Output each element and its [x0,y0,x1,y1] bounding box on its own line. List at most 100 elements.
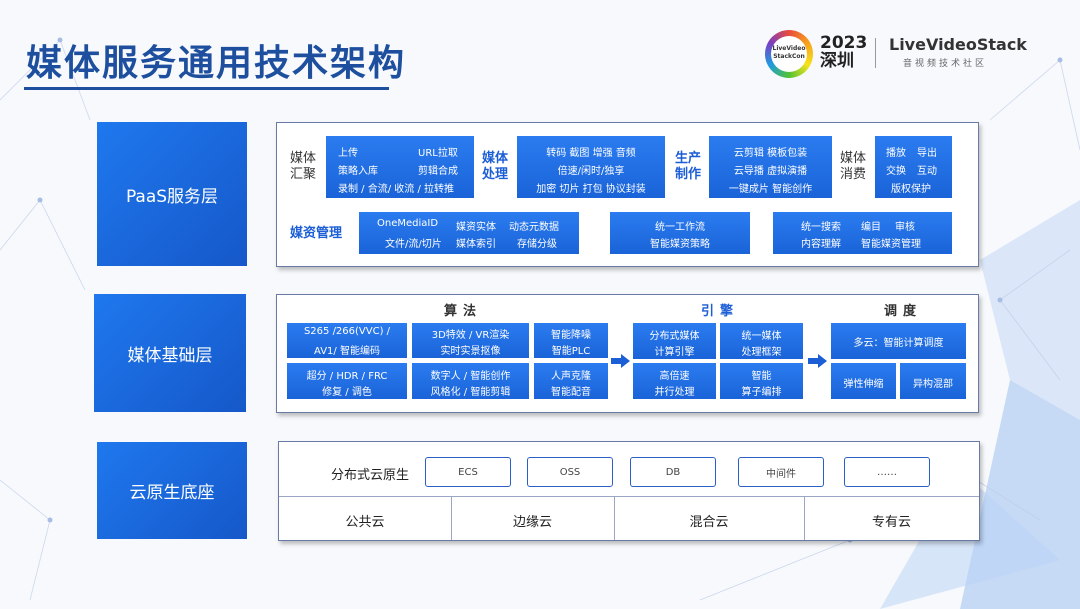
asset-item: 统一搜索 [801,222,841,233]
asset-item: 媒资实体 [456,222,496,233]
engine-box: 高倍速 并行处理 [633,363,716,399]
production-label-2: 制作 [675,167,702,182]
cloud-type-edge: 边缘云 [512,515,552,530]
divider [804,496,805,540]
aggregate-item: URL拉取 [418,148,458,159]
engine-text: 处理框架 [741,347,782,358]
asset-box-3: 统一搜索 编目 审核 内容理解 智能媒资管理 [773,212,952,254]
aggregate-item: 上传 [338,148,358,159]
cloud-item-box: ECS [425,457,511,487]
asset-item: 审核 [895,222,915,233]
paas-panel: 媒体 汇聚 上传 URL拉取 策略入库 剪辑合成 录制 / 合流/ 收流 / 拉… [276,122,979,267]
asset-item: 媒体索引 [456,239,496,250]
aggregate-box: 上传 URL拉取 策略入库 剪辑合成 录制 / 合流/ 收流 / 拉转推 [326,136,474,198]
processing-item: 加密 切片 打包 协议封装 [536,184,646,195]
sched-box-right: 异构混部 [900,363,966,399]
sched-header: 调度 [884,304,923,319]
aggregate-item: 策略入库 [338,166,378,177]
algo-box: S265 /266(VVC) / AV1/ 智能编码 [287,323,407,358]
algo-text: S265 /266(VVC) / [303,326,391,337]
cloud-type-private: 专有云 [871,515,911,530]
divider [451,496,452,540]
consumption-label: 媒体 消费 [840,151,866,183]
engine-box: 分布式媒体 计算引擎 [633,323,716,359]
base-panel: 算法 引擎 调度 S265 /266(VVC) / AV1/ 智能编码 3D特效… [276,294,979,413]
algo-text: AV1/ 智能编码 [314,346,380,357]
algo-text: 数字人 / 智能创作 [430,371,511,382]
asset-item: 动态元数据 [509,222,559,233]
engine-text: 统一媒体 [741,331,782,342]
production-label-1: 生产 [675,151,702,166]
layer-label-cloud: 云原生底座 [97,442,247,539]
cloud-item-box: …… [844,457,930,487]
logo-year-city: 2023 深圳 [820,34,867,70]
processing-item: 转码 截图 增强 音频 [546,148,636,159]
algo-text: 3D特效 / VR渲染 [431,330,510,341]
stackcon-logo-text: LiveVideo StackCon [771,36,807,72]
algo-text: 风格化 / 智能剪辑 [430,387,511,398]
sched-box-top: 多云：智能计算调度 [831,323,966,359]
consumption-label-2: 消费 [840,167,867,182]
cloud-panel: 分布式云原生 ECS OSS DB 中间件 …… 公共云 边缘云 混合云 专有云 [278,441,980,541]
consumption-item: 版权保护 [891,184,931,195]
asset-item: 智能媒资管理 [861,239,921,250]
algo-text: 实时实景抠像 [440,346,501,357]
algo-box: 智能降噪 智能PLC [534,323,608,358]
production-label: 生产 制作 [675,151,701,183]
title-underline [24,87,389,90]
aggregate-label-1: 媒体 [290,151,317,166]
sched-box-left: 弹性伸缩 [831,363,896,399]
engine-text: 并行处理 [654,387,695,398]
asset-item: OneMediaID [377,218,439,229]
cloud-type-public: 公共云 [345,515,385,530]
algo-box: 人声克隆 智能配音 [534,363,608,399]
algo-text: 人声克隆 [551,371,591,382]
engine-text: 智能 [751,371,772,382]
algo-box: 数字人 / 智能创作 风格化 / 智能剪辑 [412,363,529,399]
production-item: 云导播 虚拟演播 [733,166,808,177]
sched-text: 多云：智能计算调度 [853,338,944,349]
divider [614,496,615,540]
aggregate-label-2: 汇聚 [290,167,317,182]
processing-label-2: 处理 [482,167,509,182]
consumption-item: 导出 [917,148,937,159]
livevideostack-subtitle: 音视频技术社区 [903,59,988,69]
cloud-type-hybrid: 混合云 [689,515,729,530]
engine-text: 计算引擎 [654,347,695,358]
logo-separator [875,38,876,68]
algo-text: 超分 / HDR / FRC [306,371,388,382]
processing-item: 倍速/闲时/独享 [557,166,625,177]
layer-label-base: 媒体基础层 [94,294,246,412]
asset-item: 存储分级 [517,239,557,250]
algo-text: 修复 / 调色 [322,387,372,398]
divider [279,496,979,497]
asset-box-2: 统一工作流 智能媒资策略 [610,212,750,254]
engine-box: 智能 算子编排 [720,363,803,399]
production-item: 云剪辑 模板包装 [733,148,808,159]
layer-label-paas: PaaS服务层 [97,122,247,266]
engine-text: 算子编排 [741,387,782,398]
cloud-row-label: 分布式云原生 [331,468,410,483]
aggregate-label: 媒体 汇聚 [290,151,316,183]
consumption-item: 交换 [886,166,906,177]
algo-text: 智能PLC [551,346,591,357]
asset-item: 统一工作流 [655,222,705,233]
logo-city: 深圳 [820,51,854,71]
consumption-item: 互动 [917,166,937,177]
processing-label-1: 媒体 [482,151,509,166]
asset-item: 内容理解 [801,239,841,250]
production-item: 一键成片 智能创作 [728,184,813,195]
algo-box: 3D特效 / VR渲染 实时实景抠像 [412,323,529,358]
consumption-item: 播放 [886,148,906,159]
page-title: 媒体服务通用技术架构 [26,43,407,84]
algo-text: 智能配音 [551,387,591,398]
engine-text: 高倍速 [659,371,690,382]
engine-box: 统一媒体 处理框架 [720,323,803,359]
aggregate-item: 剪辑合成 [418,166,458,177]
algo-header: 算法 [444,304,483,319]
production-box: 云剪辑 模板包装 云导播 虚拟演播 一键成片 智能创作 [709,136,832,198]
algo-text: 智能降噪 [551,330,591,341]
asset-item: 文件/流/切片 [385,239,442,250]
stackcon-logo-icon: LiveVideo StackCon [765,30,813,78]
cloud-item-box: 中间件 [738,457,824,487]
